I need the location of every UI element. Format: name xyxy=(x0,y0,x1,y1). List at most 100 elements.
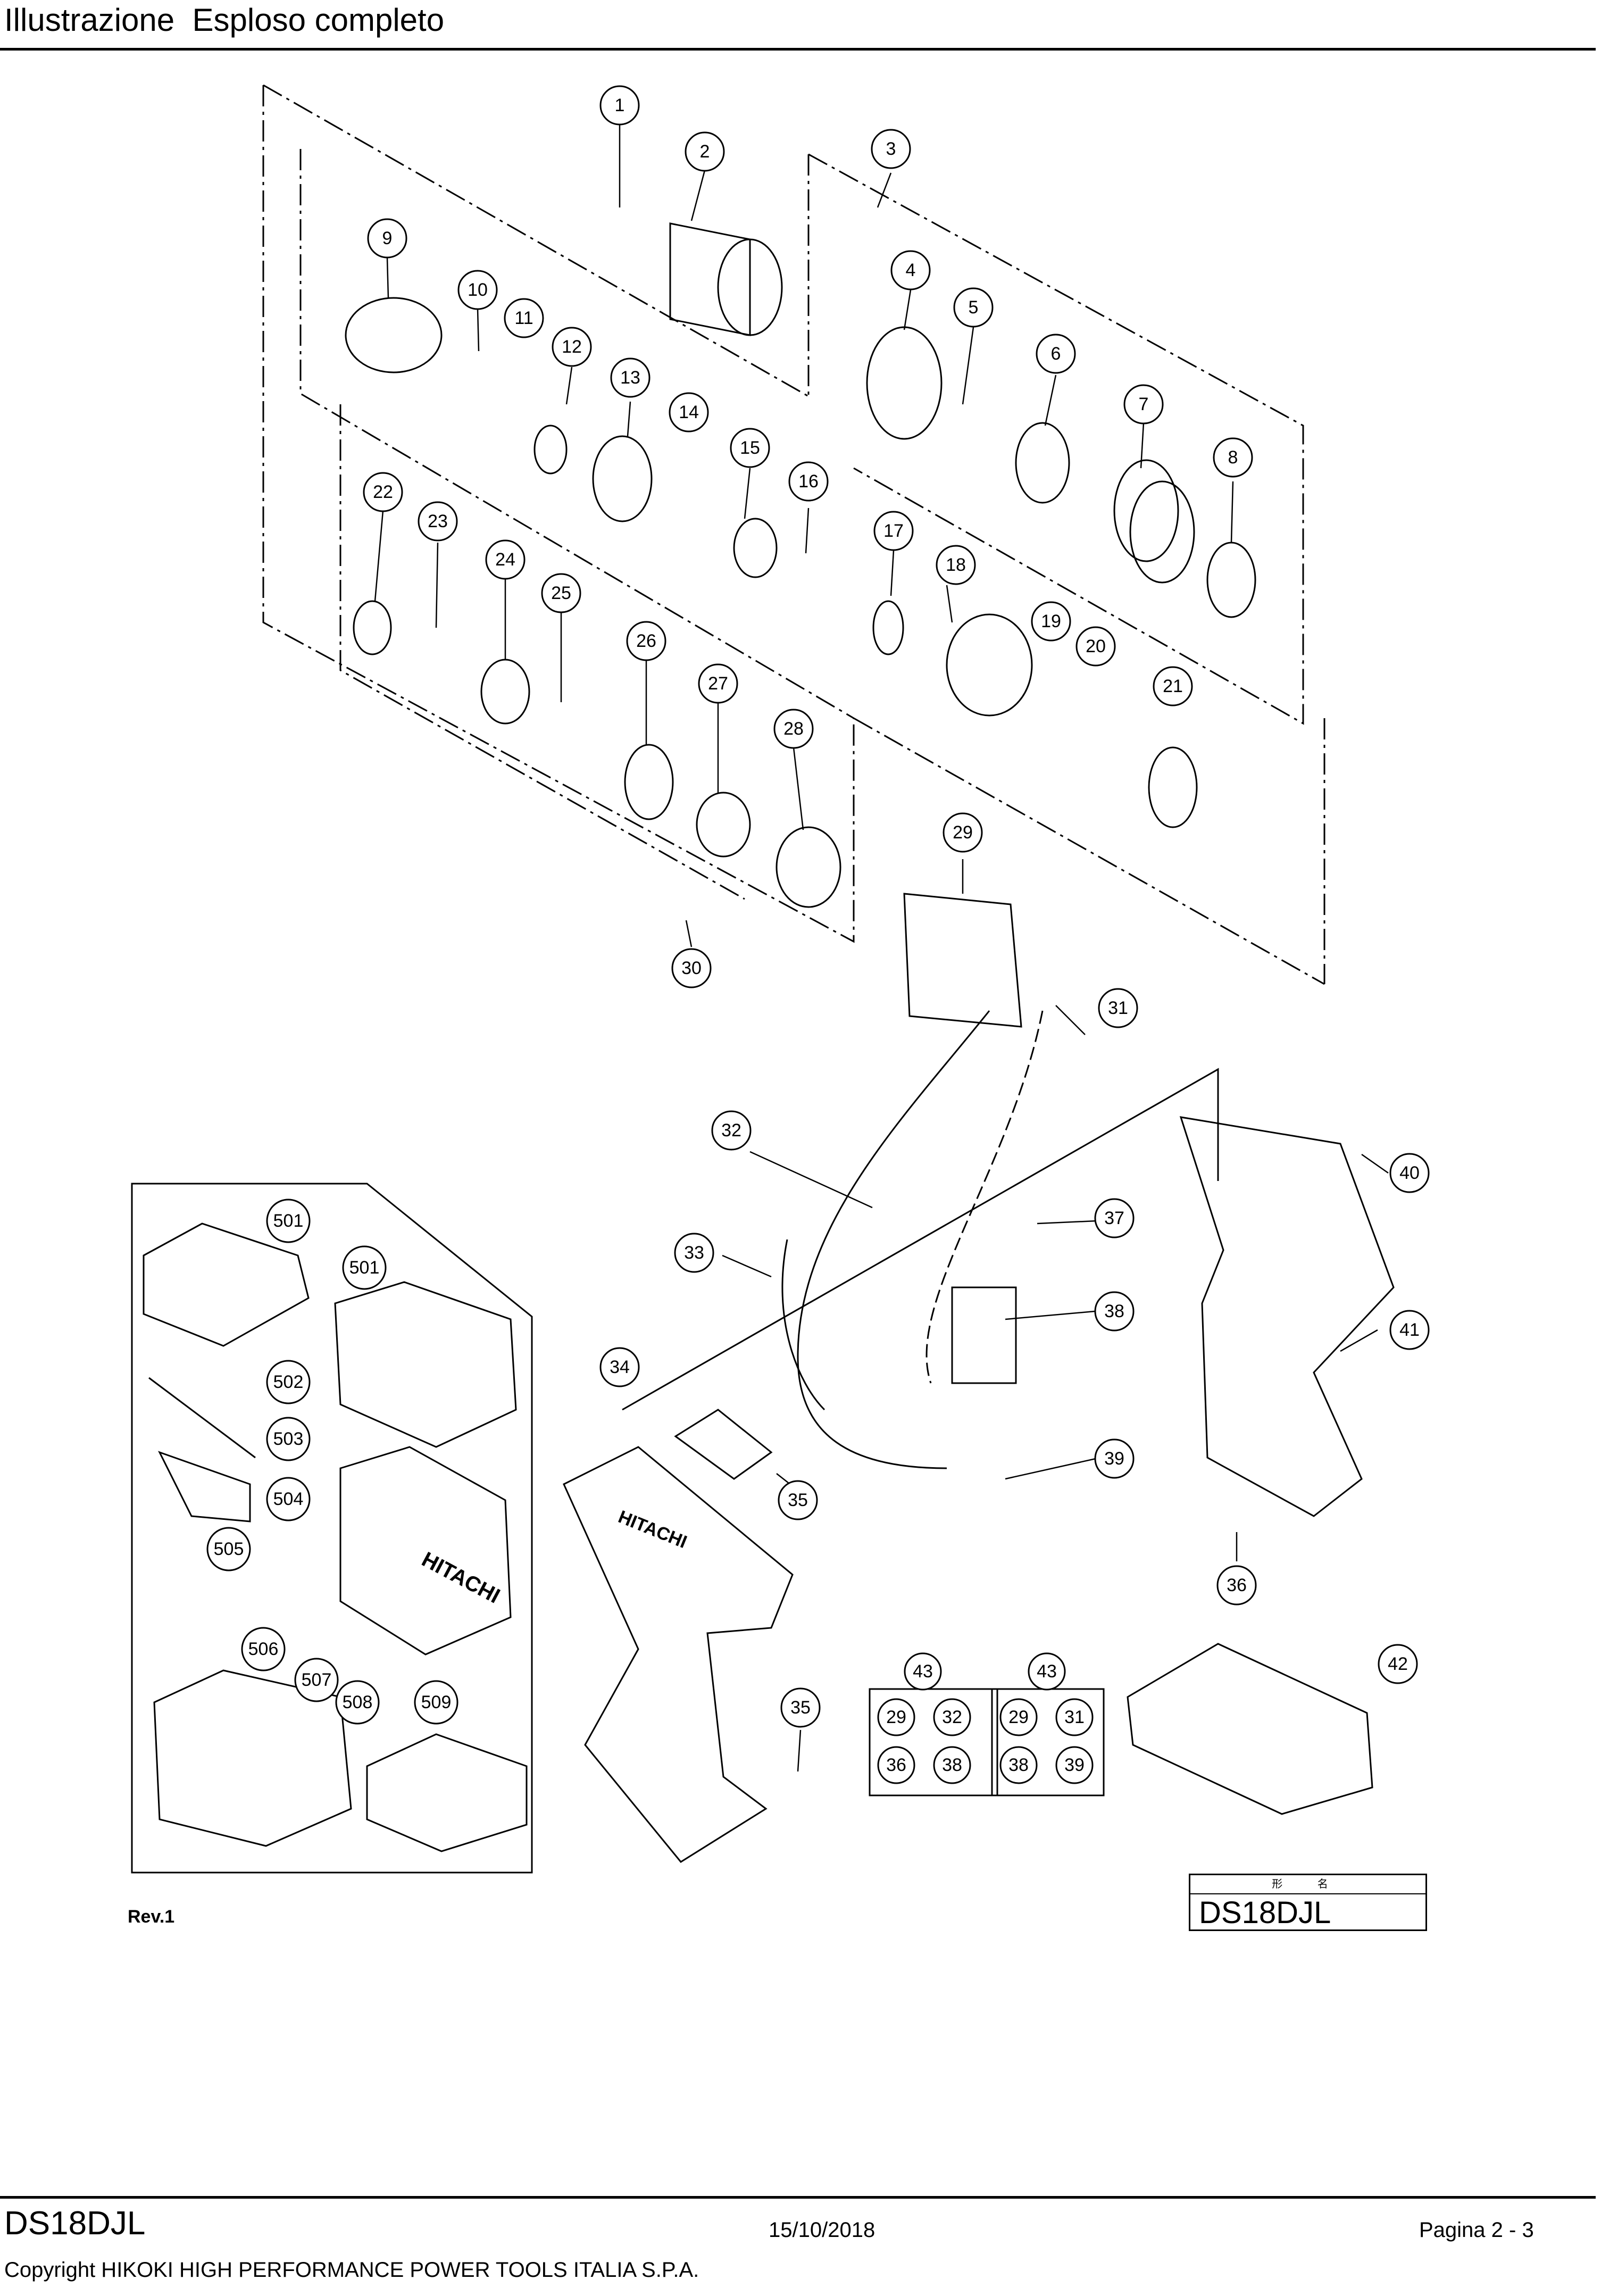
callout-18: 18 xyxy=(936,545,976,585)
callout-label: 31 xyxy=(1108,998,1128,1018)
callout-501: 501 xyxy=(342,1245,387,1290)
callout-23: 23 xyxy=(418,501,458,542)
callout-label: 6 xyxy=(1051,344,1061,364)
callout-label: 8 xyxy=(1228,447,1238,468)
callout-26: 26 xyxy=(626,621,666,661)
callout-label: 2 xyxy=(700,142,710,162)
callout-20: 20 xyxy=(1075,626,1116,667)
callout-label: 42 xyxy=(1388,1654,1408,1674)
callout-27: 27 xyxy=(698,663,738,704)
washer-part xyxy=(696,792,751,858)
callout-label: 30 xyxy=(681,958,702,978)
header-rule xyxy=(0,48,1596,51)
callout-label: 504 xyxy=(273,1489,304,1509)
footer-model: DS18DJL xyxy=(4,2205,146,2242)
callout-507: 507 xyxy=(294,1658,339,1702)
callout-label: 26 xyxy=(636,631,656,651)
kit-cell: 38 xyxy=(1008,1755,1029,1775)
callout-label: 37 xyxy=(1104,1208,1124,1228)
callout-509: 509 xyxy=(414,1680,458,1725)
ring-gear-part xyxy=(592,435,653,522)
footer-page-number: Pagina 2 - 3 xyxy=(1419,2218,1534,2242)
spindle-part xyxy=(345,297,443,373)
callout-label: 29 xyxy=(953,822,973,843)
kit-cell: 36 xyxy=(886,1755,906,1775)
callout-label: 11 xyxy=(514,308,533,328)
wire xyxy=(925,1010,1044,1384)
insert-part xyxy=(366,1733,528,1852)
callout-label: 508 xyxy=(343,1692,373,1712)
callout-9: 9 xyxy=(367,218,407,259)
callout-42: 42 xyxy=(1378,1644,1418,1684)
footer-rule xyxy=(0,2196,1596,2199)
case-part xyxy=(153,1669,352,1847)
callout-label: 3 xyxy=(886,139,896,159)
callout-label: 39 xyxy=(1104,1449,1124,1469)
callout-label: 24 xyxy=(495,550,515,570)
callout-504: 504 xyxy=(266,1477,311,1521)
kit-cell: 29 xyxy=(886,1707,906,1727)
callout-label: 4 xyxy=(906,260,916,280)
kit-cell: 38 xyxy=(942,1755,962,1775)
case-brand-text: HITACHI xyxy=(418,1548,504,1608)
callout-label: 21 xyxy=(1163,676,1183,696)
callout-label: 23 xyxy=(428,511,448,531)
spring-part xyxy=(1129,480,1195,584)
callout-34: 34 xyxy=(599,1347,640,1387)
callout-33: 33 xyxy=(674,1233,714,1273)
battery-part xyxy=(1127,1643,1373,1815)
callout-508: 508 xyxy=(335,1680,380,1725)
callout-25: 25 xyxy=(541,573,581,613)
callout-1: 1 xyxy=(599,85,640,126)
housing-half-right xyxy=(1179,1116,1395,1517)
callout-6: 6 xyxy=(1036,334,1076,374)
callout-501: 501 xyxy=(266,1199,311,1243)
callout-label: 20 xyxy=(1086,636,1106,656)
callout-15: 15 xyxy=(730,428,770,468)
callout-36: 36 xyxy=(1216,1565,1257,1605)
carrier-part xyxy=(353,600,392,655)
callout-3: 3 xyxy=(871,129,911,169)
callout-506: 506 xyxy=(241,1627,286,1671)
callout-38: 38 xyxy=(1094,1291,1135,1332)
kit-cell: 32 xyxy=(942,1707,962,1727)
callout-label: 13 xyxy=(620,368,640,388)
callout-label: 18 xyxy=(946,555,966,575)
callout-5: 5 xyxy=(953,287,994,328)
kit-cell: 29 xyxy=(1008,1707,1029,1727)
callout-label: 40 xyxy=(1399,1163,1420,1183)
callout-39: 39 xyxy=(1094,1438,1135,1479)
callout-label: 35 xyxy=(788,1490,808,1510)
model-box-model: DS18DJL xyxy=(1199,1895,1331,1930)
carrier-part xyxy=(533,425,568,475)
callout-8: 8 xyxy=(1213,437,1253,478)
callout-label: 28 xyxy=(783,719,804,739)
frame-line xyxy=(853,717,1325,985)
svg-text:43: 43 xyxy=(913,1661,933,1682)
ring-gear-part xyxy=(624,744,674,820)
callout-41: 41 xyxy=(1389,1310,1430,1350)
callout-label: 22 xyxy=(373,482,393,502)
callout-35: 35 xyxy=(780,1687,821,1728)
callout-label: 16 xyxy=(798,471,819,492)
chuck-body xyxy=(669,222,751,336)
callout-30: 30 xyxy=(671,948,712,988)
ring-gear-part xyxy=(1148,746,1198,828)
callout-label: 15 xyxy=(740,438,760,458)
callout-21: 21 xyxy=(1153,666,1193,706)
callout-label: 17 xyxy=(883,521,904,541)
kit-box-2: 43 29 31 38 39 xyxy=(991,1652,1105,1796)
revision-label: Rev.1 xyxy=(128,1907,175,1927)
callout-503: 503 xyxy=(266,1417,311,1461)
switch-part xyxy=(951,1286,1017,1384)
frame-line xyxy=(263,84,809,397)
plate-part xyxy=(776,826,841,908)
callout-505: 505 xyxy=(206,1527,251,1571)
callout-22: 22 xyxy=(363,472,403,512)
callout-label: 38 xyxy=(1104,1301,1124,1321)
callout-label: 36 xyxy=(1227,1575,1247,1595)
callout-label: 10 xyxy=(468,280,488,300)
carrier-part xyxy=(733,518,778,578)
